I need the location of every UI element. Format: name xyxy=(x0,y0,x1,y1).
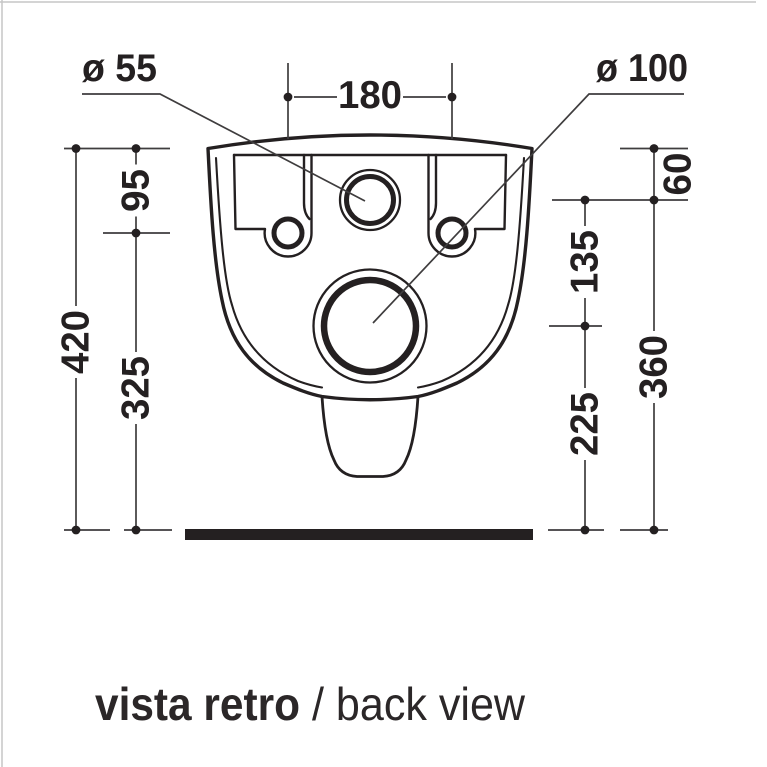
toilet-body xyxy=(206,133,534,478)
inlet-hole-rim xyxy=(338,168,402,232)
inlet-hole xyxy=(344,174,396,226)
label-225: 225 xyxy=(564,392,607,456)
dim-dot xyxy=(580,195,590,205)
panel-right-box xyxy=(427,153,508,258)
dim-dot xyxy=(447,92,457,102)
leader-drain-diameter xyxy=(372,93,684,324)
panel-left-box xyxy=(232,153,313,258)
dim-dot xyxy=(71,525,81,535)
extension-ticks xyxy=(64,147,688,531)
drain-hole-rim xyxy=(312,268,428,384)
label-180: 180 xyxy=(338,74,402,117)
dim-dot xyxy=(283,92,293,102)
label-inlet-diameter: ø 55 xyxy=(82,47,157,90)
caption: vista retro / back view xyxy=(95,678,526,730)
body-outer-outline xyxy=(206,133,534,402)
panel-divider-right xyxy=(429,153,438,221)
dim-dot xyxy=(131,144,141,153)
leader-inlet-diameter xyxy=(82,93,366,202)
label-drain-diameter: ø 100 xyxy=(596,47,688,90)
inner-contour-left xyxy=(214,156,324,389)
dim-dot xyxy=(71,144,81,153)
fixing-hole-right xyxy=(435,216,469,250)
label-60: 60 xyxy=(657,153,700,196)
label-325: 325 xyxy=(115,356,158,420)
dimension-dots xyxy=(71,92,659,535)
label-95: 95 xyxy=(115,169,158,212)
label-135: 135 xyxy=(564,230,607,294)
panel-divider-left xyxy=(302,153,311,221)
dim-dot xyxy=(580,525,590,535)
caption-title-english: / back view xyxy=(312,678,526,730)
dim-dot xyxy=(649,525,659,535)
drain-hole xyxy=(320,276,420,376)
floor-line xyxy=(185,529,533,540)
dim-dot xyxy=(131,525,141,535)
label-420: 420 xyxy=(55,310,98,374)
dim-dot xyxy=(649,144,659,153)
inner-contour-right xyxy=(416,156,526,389)
dimension-lines xyxy=(64,63,688,531)
dim-dot xyxy=(580,321,590,331)
outlet-spigot xyxy=(320,395,420,478)
dim-dot xyxy=(649,195,659,205)
label-360: 360 xyxy=(633,335,676,399)
dim-dot xyxy=(131,228,141,238)
caption-title-italian: vista retro xyxy=(95,678,300,730)
fixing-hole-left xyxy=(271,216,305,250)
dimension-labels: ø 55 ø 100 180 420 95 325 60 135 225 360 xyxy=(55,47,700,456)
